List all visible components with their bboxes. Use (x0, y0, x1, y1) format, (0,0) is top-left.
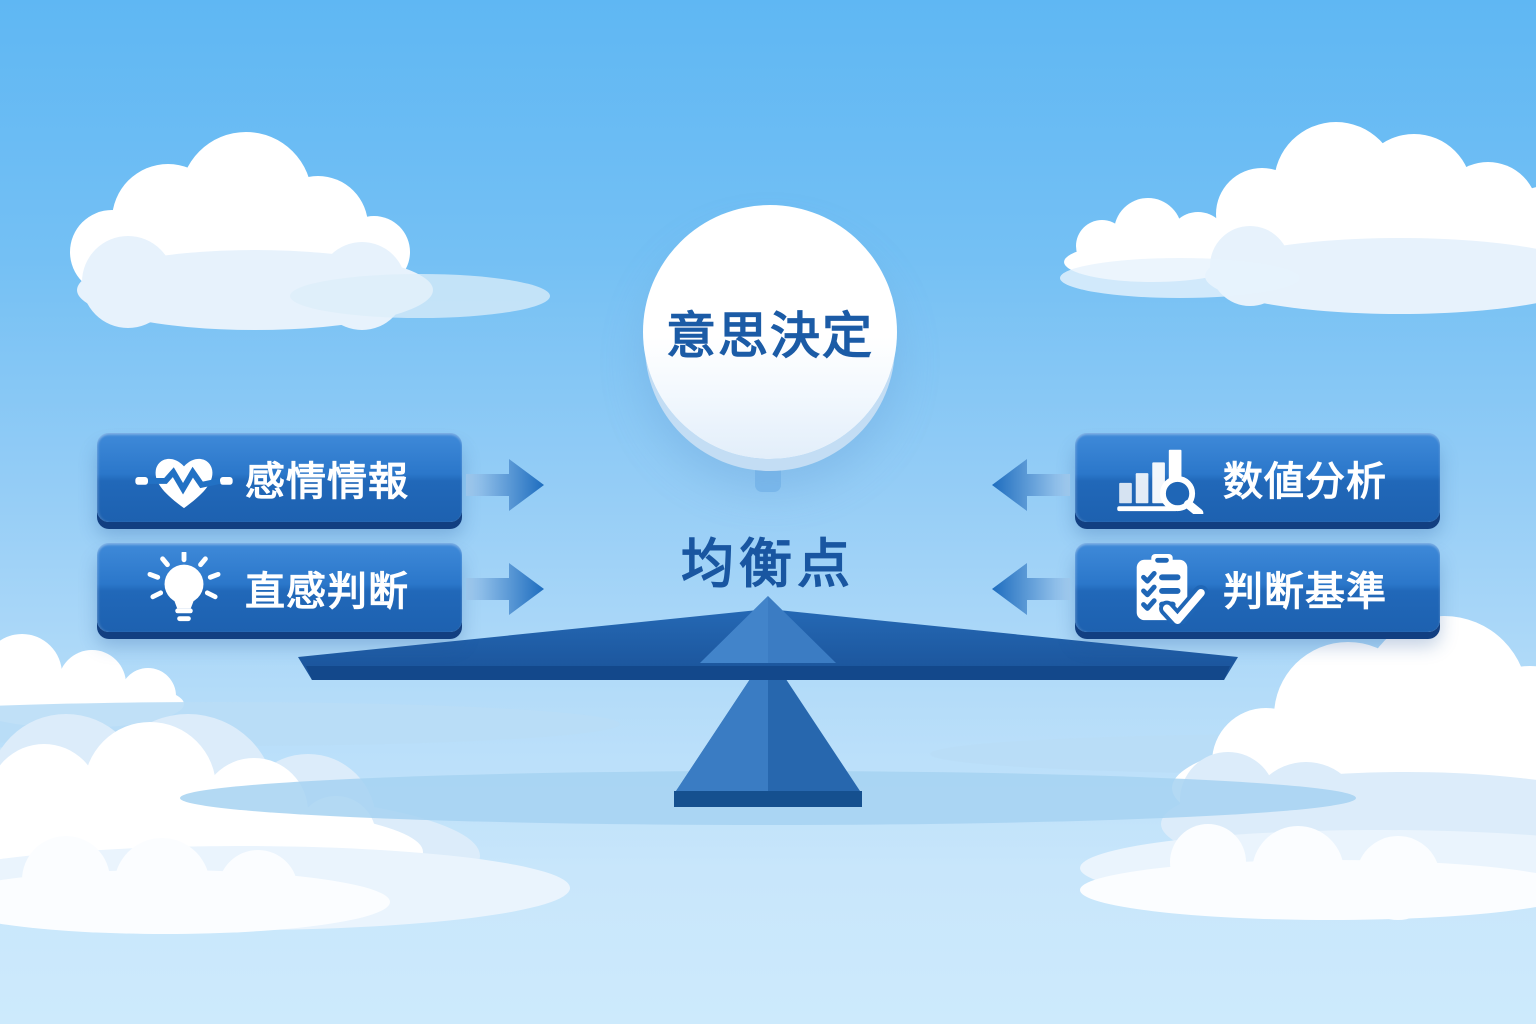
card-label-numerical-analysis: 数値分析 (1223, 459, 1387, 504)
heart-pulse-icon (135, 458, 233, 508)
beam-center-peak (700, 596, 836, 663)
lightbulb-icon (147, 551, 221, 621)
equilibrium-label: 均衡点 (681, 535, 855, 594)
fulcrum-triangle (674, 652, 862, 807)
arrow-left-bottom (466, 563, 544, 615)
arrow-right-top (992, 459, 1070, 511)
decision-bubble: 意思決定 (643, 205, 897, 459)
card-label-emotional-info: 感情情報 (245, 459, 409, 504)
card-intuitive-judgment: 直感判断 (97, 543, 462, 632)
arrow-right-bottom (992, 563, 1070, 615)
beam-underside (306, 666, 1230, 680)
bar-chart-search-icon (1117, 449, 1204, 514)
card-emotional-info: 感情情報 (97, 433, 462, 522)
decision-bubble-label: 意思決定 (666, 308, 874, 364)
arrow-left-top (466, 459, 544, 511)
clipboard-check-icon (1136, 553, 1209, 624)
balance-scale (298, 596, 1238, 807)
card-numerical-analysis: 数値分析 (1075, 433, 1440, 522)
cloud-bottom-left (0, 634, 620, 934)
cloud-top-right (1060, 122, 1536, 314)
cloud-top-left (70, 132, 550, 330)
card-label-intuitive-judgment: 直感判断 (245, 569, 409, 614)
card-label-judgment-criteria: 判断基準 (1223, 569, 1387, 614)
card-judgment-criteria: 判断基準 (1075, 543, 1440, 632)
flow-arrows (466, 459, 1070, 615)
